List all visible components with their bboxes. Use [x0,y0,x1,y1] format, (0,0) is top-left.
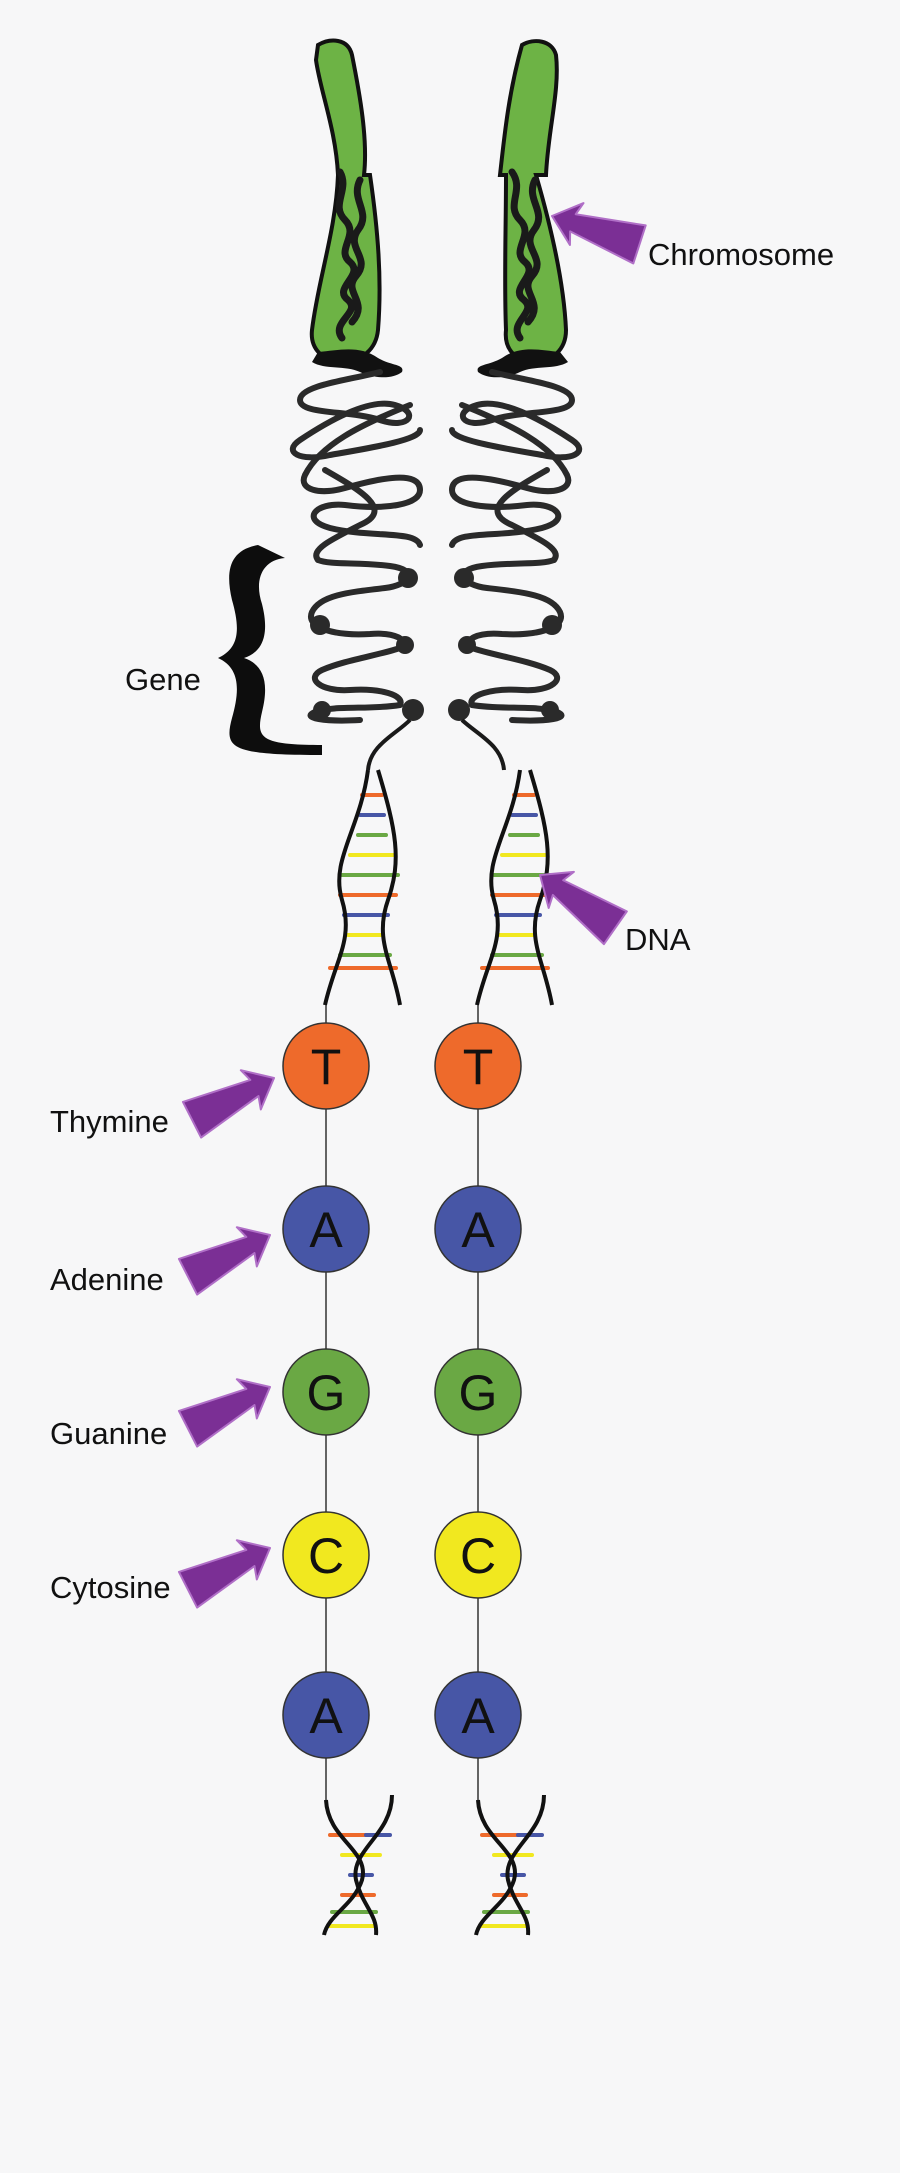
base-node: C [282,1511,370,1599]
base-circle [282,1511,370,1599]
base-letter: C [308,1528,344,1584]
dna-helix-top-left [323,769,402,1006]
thymine-arrow-icon [181,1057,285,1141]
base-letter: A [309,1202,343,1258]
base-node: G [434,1348,522,1436]
base-circle [282,1348,370,1436]
base-circle [434,1348,522,1436]
nucleosome-beads [310,568,562,721]
dna-arrow-icon [526,855,629,947]
dna-helix-bottom-left [322,1794,394,1936]
adenine-label: Adenine [50,1262,164,1297]
chromatin-coils-right [449,369,582,724]
dna-label: DNA [625,922,691,957]
base-letter: A [461,1688,495,1744]
base-letter: A [309,1688,343,1744]
chromosome-left [309,38,403,378]
base-letter: A [461,1202,495,1258]
base-circle [434,1511,522,1599]
base-node: A [434,1185,522,1273]
chromosome-label: Chromosome [648,237,834,272]
gene-brace [218,545,322,755]
base-node: T [434,1022,522,1110]
base-letter: G [459,1365,498,1421]
chromatin-to-dna-connectors [366,718,506,771]
base-node: A [434,1671,522,1759]
chromatin-coils-left [290,369,423,724]
cytosine-arrow-icon [177,1527,281,1611]
base-column-right: T A G C A [434,1022,522,1759]
base-circle [434,1022,522,1110]
base-letter: T [463,1039,494,1095]
base-node: A [282,1185,370,1273]
thymine-label: Thymine [50,1104,169,1139]
base-circle [434,1671,522,1759]
chromosome-right [477,39,569,378]
guanine-label: Guanine [50,1416,167,1451]
base-letter: C [460,1528,496,1584]
base-column-left: T A G C A [282,1022,370,1759]
guanine-arrow-icon [177,1366,281,1450]
base-node: T [282,1022,370,1110]
base-letter: T [311,1039,342,1095]
adenine-arrow-icon [177,1214,281,1298]
base-circle [434,1185,522,1273]
base-node: C [434,1511,522,1599]
chromosome-arrow-icon [544,194,648,267]
base-circle [282,1022,370,1110]
base-circle [282,1185,370,1273]
base-circle [282,1671,370,1759]
cytosine-label: Cytosine [50,1570,171,1605]
gene-label: Gene [125,662,201,697]
base-letter: G [307,1365,346,1421]
base-node: G [282,1348,370,1436]
base-node: A [282,1671,370,1759]
